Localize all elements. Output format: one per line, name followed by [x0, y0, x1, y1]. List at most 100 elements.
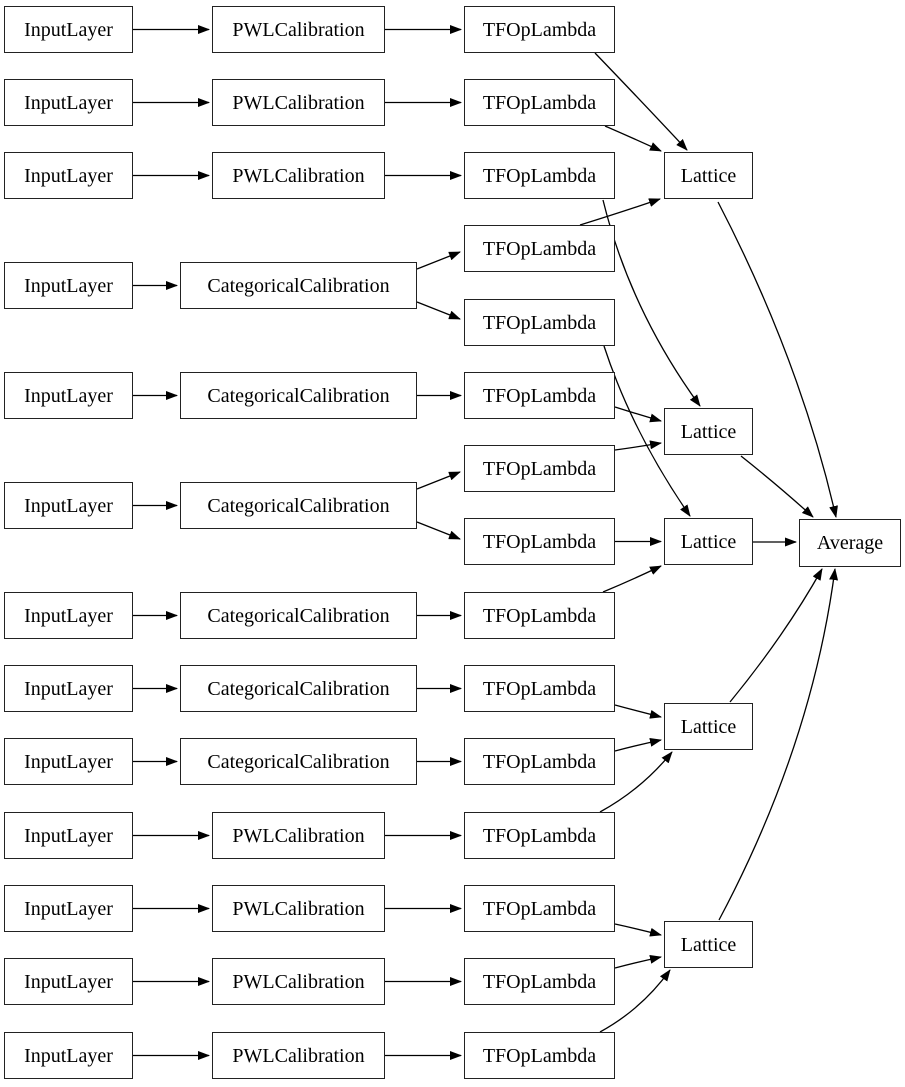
- node-pwlcalibration-3: PWLCalibration: [212, 152, 385, 199]
- node-pwlcalibration-5: PWLCalibration: [212, 885, 385, 932]
- node-categoricalcalibration-5: CategoricalCalibration: [180, 665, 417, 712]
- node-lattice-4: Lattice: [664, 703, 753, 750]
- node-tfoplambda-8: TFOpLambda: [464, 665, 615, 712]
- node-label-inputlayer-1: InputLayer: [24, 18, 113, 41]
- edge-categoricalcalibration-3-to-tfoplambda-6b: [416, 521, 461, 540]
- edge-tfoplambda-2-to-lattice-1: [604, 125, 662, 152]
- node-label-categoricalcalibration-6: CategoricalCalibration: [207, 750, 390, 773]
- node-label-tfoplambda-11: TFOpLambda: [482, 897, 597, 920]
- node-average: Average: [799, 519, 901, 567]
- node-label-tfoplambda-8: TFOpLambda: [482, 677, 597, 700]
- edge-categoricalcalibration-3-to-tfoplambda-6a: [416, 471, 461, 490]
- node-categoricalcalibration-6: CategoricalCalibration: [180, 738, 417, 785]
- node-label-tfoplambda-9: TFOpLambda: [482, 750, 597, 773]
- node-inputlayer-1: InputLayer: [4, 6, 133, 53]
- edge-lattice-5-to-average: [718, 568, 839, 921]
- edge-tfoplambda-13-to-lattice-5: [599, 969, 671, 1033]
- node-inputlayer-13: InputLayer: [4, 1032, 133, 1079]
- edge-tfoplambda-8-to-lattice-4: [614, 704, 662, 719]
- edge-tfoplambda-4a-to-lattice-1: [579, 198, 661, 226]
- node-label-inputlayer-6: InputLayer: [24, 494, 113, 517]
- node-label-inputlayer-7: InputLayer: [24, 604, 113, 627]
- node-inputlayer-5: InputLayer: [4, 372, 133, 419]
- node-label-lattice-1: Lattice: [680, 164, 737, 187]
- node-inputlayer-2: InputLayer: [4, 79, 133, 126]
- node-pwlcalibration-7: PWLCalibration: [212, 1032, 385, 1079]
- node-label-tfoplambda-7: TFOpLambda: [482, 604, 597, 627]
- node-label-inputlayer-2: InputLayer: [24, 91, 113, 114]
- node-tfoplambda-2: TFOpLambda: [464, 79, 615, 126]
- node-tfoplambda-13: TFOpLambda: [464, 1032, 615, 1079]
- node-label-tfoplambda-13: TFOpLambda: [482, 1044, 597, 1067]
- node-label-categoricalcalibration-4: CategoricalCalibration: [207, 604, 390, 627]
- edge-tfoplambda-3-to-lattice-2: [602, 199, 701, 407]
- node-tfoplambda-1: TFOpLambda: [464, 6, 615, 53]
- edge-tfoplambda-12-to-lattice-5: [614, 954, 662, 969]
- node-categoricalcalibration-4: CategoricalCalibration: [180, 592, 417, 639]
- edge-tfoplambda-10-to-lattice-4: [599, 751, 673, 813]
- node-label-inputlayer-12: InputLayer: [24, 970, 113, 993]
- edge-tfoplambda-11-to-lattice-5: [614, 923, 662, 937]
- node-tfoplambda-10: TFOpLambda: [464, 812, 615, 859]
- node-inputlayer-12: InputLayer: [4, 958, 133, 1005]
- node-label-categoricalcalibration-3: CategoricalCalibration: [207, 494, 390, 517]
- node-tfoplambda-3: TFOpLambda: [464, 152, 615, 199]
- node-label-tfoplambda-12: TFOpLambda: [482, 970, 597, 993]
- node-inputlayer-9: InputLayer: [4, 738, 133, 785]
- node-label-categoricalcalibration-5: CategoricalCalibration: [207, 677, 390, 700]
- node-inputlayer-11: InputLayer: [4, 885, 133, 932]
- node-label-inputlayer-13: InputLayer: [24, 1044, 113, 1067]
- node-label-categoricalcalibration-2: CategoricalCalibration: [207, 384, 390, 407]
- node-tfoplambda-7: TFOpLambda: [464, 592, 615, 639]
- node-label-lattice-3: Lattice: [680, 530, 737, 553]
- node-categoricalcalibration-1: CategoricalCalibration: [180, 262, 417, 309]
- edge-tfoplambda-5-to-lattice-2: [614, 406, 662, 423]
- edge-tfoplambda-6a-to-lattice-2: [614, 440, 662, 451]
- node-tfoplambda-9: TFOpLambda: [464, 738, 615, 785]
- edge-tfoplambda-4b-to-lattice-3: [603, 345, 691, 517]
- node-label-inputlayer-4: InputLayer: [24, 274, 113, 297]
- node-lattice-3: Lattice: [664, 518, 753, 565]
- edge-tfoplambda-1-to-lattice-1: [594, 52, 688, 151]
- edge-categoricalcalibration-1-to-tfoplambda-4a: [416, 251, 461, 270]
- node-label-lattice-4: Lattice: [680, 715, 737, 738]
- node-categoricalcalibration-3: CategoricalCalibration: [180, 482, 417, 529]
- edge-tfoplambda-9-to-lattice-4: [614, 737, 662, 752]
- node-label-tfoplambda-4a: TFOpLambda: [482, 237, 597, 260]
- node-tfoplambda-6b: TFOpLambda: [464, 518, 615, 565]
- edge-tfoplambda-7-to-lattice-3: [602, 565, 662, 593]
- node-label-inputlayer-8: InputLayer: [24, 677, 113, 700]
- node-lattice-2: Lattice: [664, 408, 753, 455]
- node-label-lattice-2: Lattice: [680, 420, 737, 443]
- node-label-pwlcalibration-7: PWLCalibration: [232, 1044, 365, 1067]
- node-label-inputlayer-5: InputLayer: [24, 384, 113, 407]
- node-label-inputlayer-9: InputLayer: [24, 750, 113, 773]
- node-tfoplambda-6a: TFOpLambda: [464, 445, 615, 492]
- edge-lattice-2-to-average: [740, 455, 814, 518]
- node-label-inputlayer-3: InputLayer: [24, 164, 113, 187]
- node-inputlayer-6: InputLayer: [4, 482, 133, 529]
- node-label-pwlcalibration-3: PWLCalibration: [232, 164, 365, 187]
- node-inputlayer-10: InputLayer: [4, 812, 133, 859]
- node-label-tfoplambda-4b: TFOpLambda: [482, 311, 597, 334]
- node-label-tfoplambda-6b: TFOpLambda: [482, 530, 597, 553]
- node-pwlcalibration-1: PWLCalibration: [212, 6, 385, 53]
- node-label-inputlayer-11: InputLayer: [24, 897, 113, 920]
- node-label-pwlcalibration-6: PWLCalibration: [232, 970, 365, 993]
- node-label-tfoplambda-6a: TFOpLambda: [482, 457, 597, 480]
- node-tfoplambda-4a: TFOpLambda: [464, 225, 615, 272]
- node-label-tfoplambda-3: TFOpLambda: [482, 164, 597, 187]
- node-label-tfoplambda-5: TFOpLambda: [482, 384, 597, 407]
- node-pwlcalibration-4: PWLCalibration: [212, 812, 385, 859]
- node-inputlayer-8: InputLayer: [4, 665, 133, 712]
- node-label-pwlcalibration-2: PWLCalibration: [232, 91, 365, 114]
- node-label-average: Average: [816, 532, 884, 554]
- node-tfoplambda-11: TFOpLambda: [464, 885, 615, 932]
- node-tfoplambda-5: TFOpLambda: [464, 372, 615, 419]
- node-tfoplambda-12: TFOpLambda: [464, 958, 615, 1005]
- node-pwlcalibration-2: PWLCalibration: [212, 79, 385, 126]
- node-label-categoricalcalibration-1: CategoricalCalibration: [207, 274, 390, 297]
- node-pwlcalibration-6: PWLCalibration: [212, 958, 385, 1005]
- node-label-tfoplambda-2: TFOpLambda: [482, 91, 597, 114]
